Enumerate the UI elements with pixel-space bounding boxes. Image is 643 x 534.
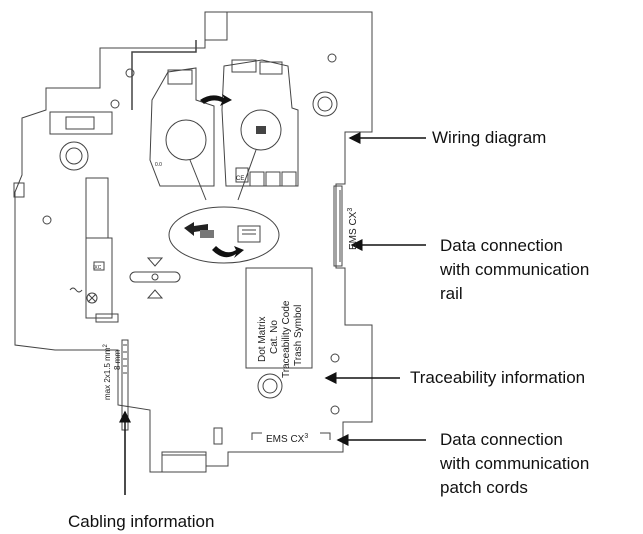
wire-section-label: max 2x1.5 mm2 — [103, 344, 112, 400]
patch-callout-line-3: patch cords — [440, 478, 528, 497]
detail-ellipse — [168, 206, 280, 264]
ems-vertical-text: EMS CX — [348, 211, 359, 250]
ems-bottom-sup: 3 — [304, 433, 308, 440]
dot-matrix-line-2: Cat. No — [269, 320, 280, 354]
strip-length-label: 8 mm — [113, 350, 122, 370]
traceability-callout: Traceability information — [410, 368, 586, 387]
lower-left-module — [69, 177, 119, 323]
mounting-hole — [59, 141, 89, 171]
patch-callout-line-1: Data connection — [440, 430, 563, 449]
rail-connector — [333, 185, 343, 267]
traceability-label-box — [245, 267, 313, 369]
ems-bottom-label: EMS CX3 — [266, 433, 308, 445]
left-slot — [13, 182, 25, 198]
dot-matrix-line-4: Trash Symbol — [293, 305, 304, 366]
rail-callout-line-2: with communication — [440, 260, 590, 279]
wire-section-text: max 2x1.5 mm — [103, 347, 112, 400]
top-cable — [131, 40, 197, 110]
data-connection-rail-callout: Data connection with communication rail — [440, 234, 640, 306]
patch-callout-line-2: with communication — [440, 454, 590, 473]
dot-matrix-line-3: Traceability Code — [281, 300, 292, 378]
left-top-clip — [49, 111, 113, 135]
mounting-hole — [330, 405, 340, 415]
wiring-diagram-callout: Wiring diagram — [432, 128, 547, 147]
ems-bottom-text: EMS CX — [266, 434, 305, 445]
ems-vertical-label: EMS CX3 — [347, 208, 359, 250]
wire-section-sup: 2 — [103, 344, 109, 348]
dot-matrix-line-1: Dot Matrix — [257, 316, 268, 362]
patch-connector — [161, 427, 331, 473]
mounting-hole — [312, 91, 338, 117]
dot-matrix-text: Dot Matrix Cat. No Traceability Code Tra… — [257, 300, 304, 378]
ems-vertical-sup: 3 — [347, 208, 354, 212]
ce-mark: CE — [236, 176, 244, 182]
mounting-hole — [327, 53, 337, 63]
small-device-label: IXC — [93, 265, 102, 271]
mounting-hole — [110, 99, 120, 109]
data-connection-patch-callout: Data connection with communication patch… — [440, 428, 640, 500]
mounting-hole — [257, 373, 283, 399]
small-device-label-2: 0.0 — [155, 162, 162, 168]
rotation-arrow — [200, 94, 232, 106]
rail-callout-line-1: Data connection — [440, 236, 563, 255]
mounting-hole — [42, 215, 52, 225]
wiring-diagram-drawing — [149, 59, 299, 201]
top-connector — [204, 11, 228, 41]
mounting-hole — [330, 353, 340, 363]
cabling-callout: Cabling information — [68, 512, 215, 531]
rail-callout-line-3: rail — [440, 284, 463, 303]
direction-symbol — [129, 257, 181, 299]
mounting-hole — [125, 68, 135, 78]
